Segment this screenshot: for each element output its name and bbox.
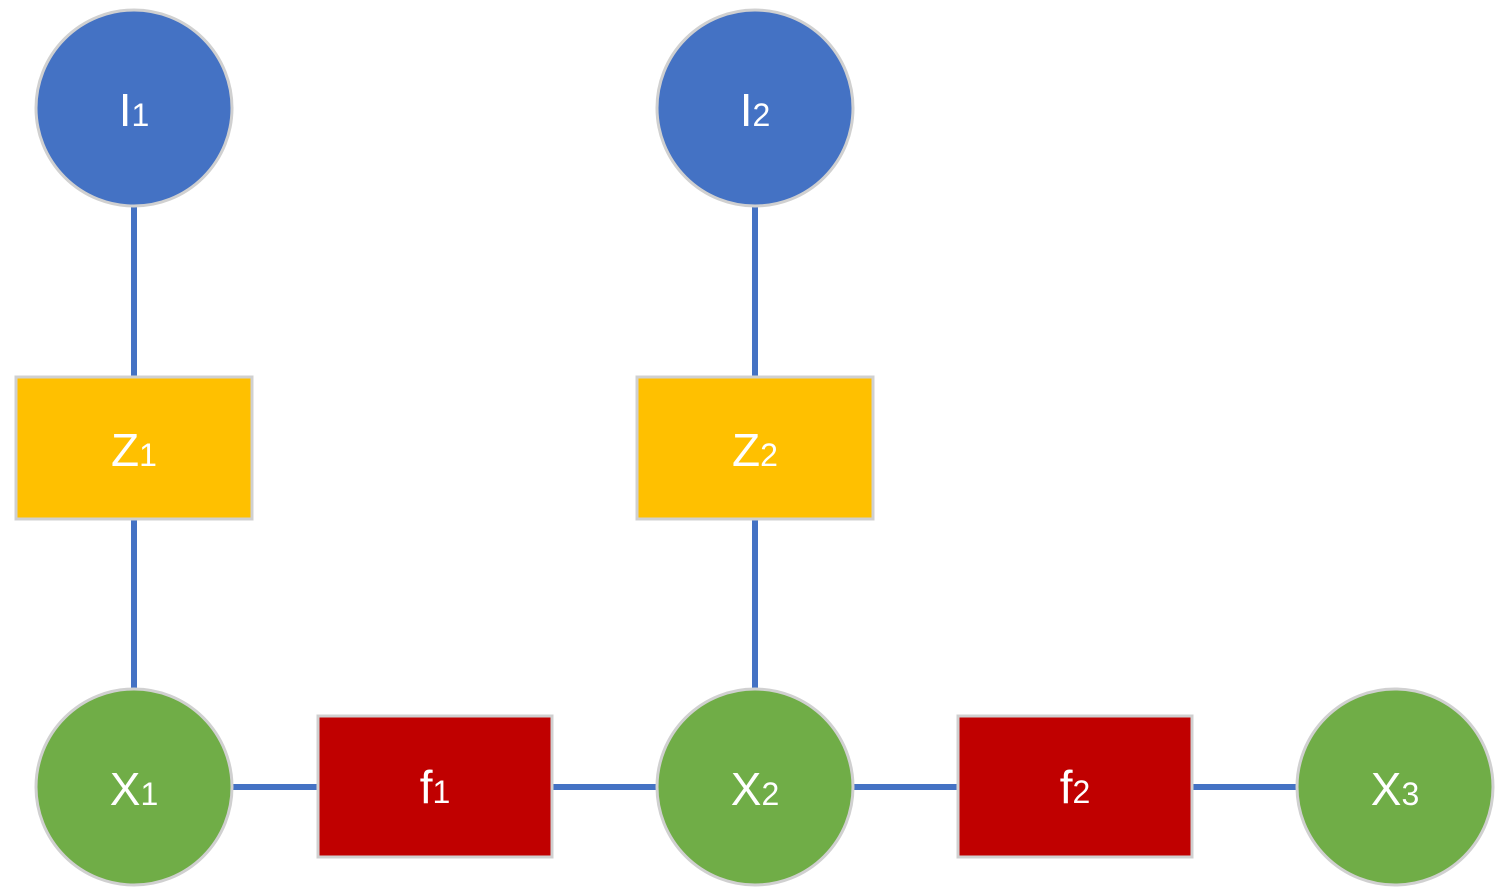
state-node-x3-shape [1295, 687, 1495, 887]
state-node-x3: X3 [1295, 687, 1495, 887]
state-node-x2-label: X2 [731, 763, 779, 815]
measurement-node-z2-shape [635, 375, 875, 521]
state-node-x1-label: X1 [110, 763, 158, 815]
factor-node-f1: f1 [316, 714, 554, 859]
image-node-i1-label: I1 [119, 84, 150, 136]
state-node-x2-shape [655, 687, 855, 887]
state-node-x1: X1 [34, 687, 234, 887]
image-node-i2-shape [655, 8, 855, 208]
measurement-node-z2: Z2 [635, 375, 875, 521]
image-node-i2: I2 [655, 8, 855, 208]
factor-node-f1-shape [316, 714, 554, 859]
measurement-node-z1-label: Z1 [111, 424, 157, 476]
measurement-node-z2-label: Z2 [732, 424, 778, 476]
factor-node-f2-label: f2 [1060, 761, 1091, 813]
measurement-node-z1: Z1 [14, 375, 254, 521]
factor-node-f2: f2 [956, 714, 1194, 859]
image-node-i1-shape [34, 8, 234, 208]
state-node-x3-label: X3 [1371, 763, 1419, 815]
edges [131, 197, 1303, 790]
factor-node-f2-shape [956, 714, 1194, 859]
image-node-i1: I1 [34, 8, 234, 208]
measurement-node-z1-shape [14, 375, 254, 521]
image-node-i2-label: I2 [740, 84, 771, 136]
state-node-x1-shape [34, 687, 234, 887]
factor-node-f1-label: f1 [420, 761, 451, 813]
state-node-x2: X2 [655, 687, 855, 887]
